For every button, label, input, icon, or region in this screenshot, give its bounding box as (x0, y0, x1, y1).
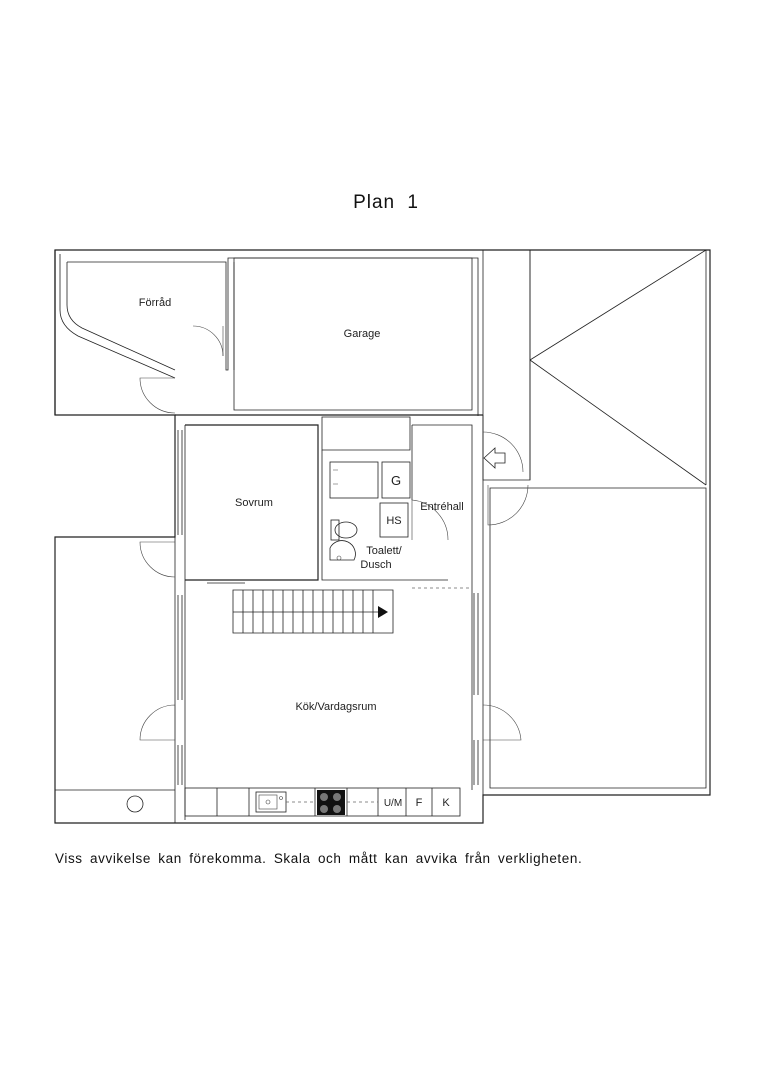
fixture-label-k: K (442, 797, 450, 809)
stair-direction-arrow-icon (378, 606, 388, 618)
shower-icon (329, 461, 379, 499)
toilet-icon (334, 521, 358, 539)
bathroom-fixtures (329, 461, 411, 561)
fixture-label-um: U/M (384, 798, 402, 809)
disclaimer-text: Viss avvikelse kan förekomma. Skala och … (55, 851, 583, 866)
fixture-label-f: F (416, 797, 423, 809)
staircase (232, 589, 394, 634)
stove-icon (317, 790, 345, 815)
carport (482, 249, 707, 490)
outer-walls (54, 249, 711, 824)
entrance-arrow-icon (483, 447, 506, 469)
fixture-label-hs: HS (386, 515, 401, 527)
right-terrace (489, 487, 707, 789)
room-label-garage: Garage (344, 328, 381, 340)
storage-room (59, 254, 479, 416)
left-terrace (55, 789, 175, 813)
room-label-dusch: Dusch (360, 559, 391, 571)
kitchen-counter (184, 787, 461, 817)
interior-walls (139, 414, 529, 823)
room-label-forrad: Förråd (139, 297, 171, 309)
room-label-sovrum: Sovrum (235, 497, 273, 509)
washbasin-icon (329, 540, 356, 561)
room-label-kok: Kök/Vardagsrum (295, 701, 376, 713)
plan-title: Plan 1 (353, 192, 419, 213)
garage-room (233, 257, 473, 411)
room-label-entrehall: Entréhall (420, 501, 463, 513)
fixture-label-g: G (391, 473, 401, 488)
room-label-toalett: Toalett/ (366, 545, 402, 557)
sink-icon (255, 791, 287, 813)
